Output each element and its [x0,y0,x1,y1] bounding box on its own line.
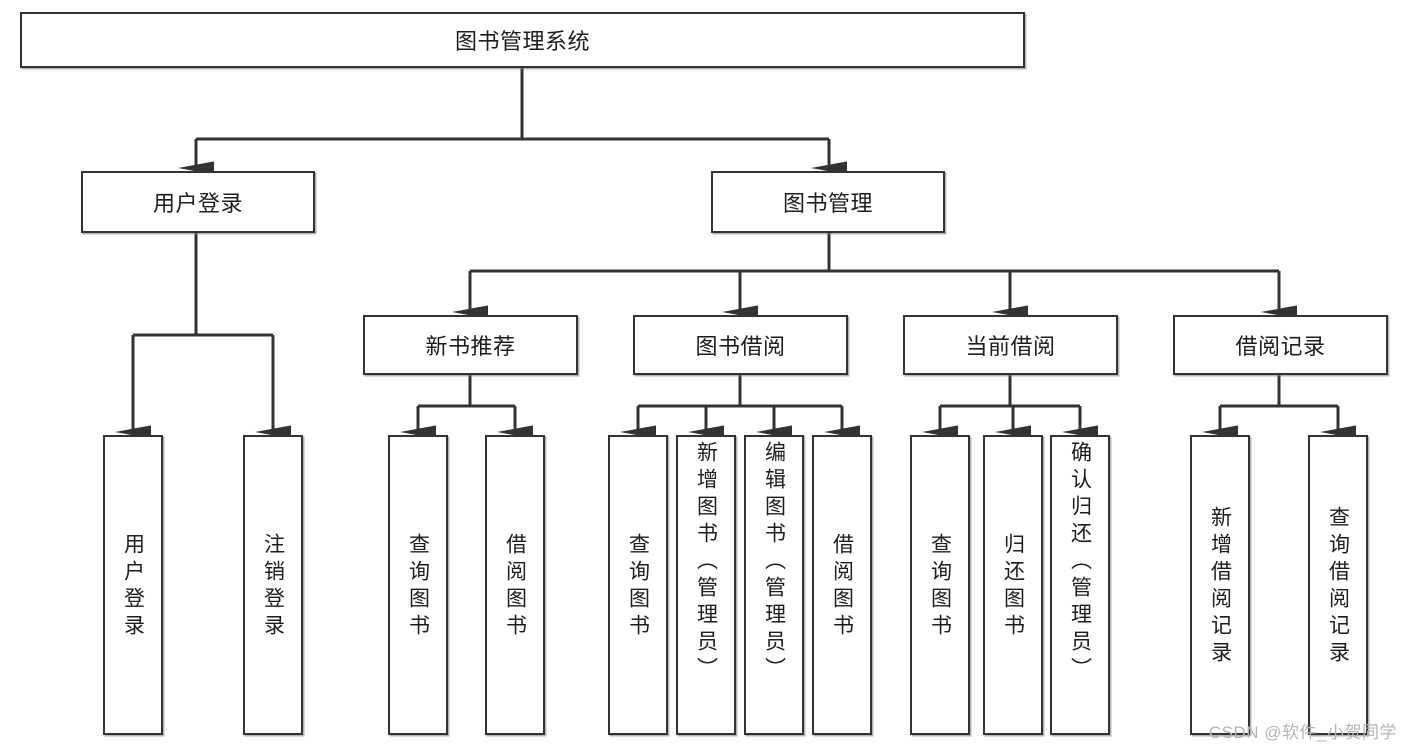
node-leaf-add-record-label: 新增借阅记录 [1208,506,1232,668]
node-leaf-query-book-3[interactable]: 查询图书 [910,435,970,735]
node-book-borrow-label: 图书借阅 [695,334,786,359]
node-leaf-query-record-label: 查询借阅记录 [1326,506,1350,668]
node-leaf-query-book-3-label: 查询图书 [928,533,952,641]
node-leaf-logout-label: 注销登录 [261,533,285,641]
node-leaf-confirm-return-label: 确认归还（管理员） [1068,441,1092,684]
node-leaf-return-book[interactable]: 归还图书 [983,435,1043,735]
node-root-label: 图书管理系统 [454,29,590,54]
csdn-watermark: CSDN @软件_小贺同学 [1208,723,1397,742]
node-borrow-record-label: 借阅记录 [1235,334,1326,359]
node-leaf-add-book-label: 新增图书（管理员） [694,441,718,684]
node-leaf-query-book-2-label: 查询图书 [626,533,650,641]
node-root-system[interactable]: 图书管理系统 [20,12,1025,68]
node-leaf-query-book-2[interactable]: 查询图书 [608,435,668,735]
node-leaf-add-book[interactable]: 新增图书（管理员） [676,435,736,735]
node-leaf-user-login-label: 用户登录 [121,533,145,641]
node-current-borrow-label: 当前借阅 [965,334,1056,359]
node-leaf-edit-book[interactable]: 编辑图书（管理员） [744,435,804,735]
node-leaf-confirm-return[interactable]: 确认归还（管理员） [1050,435,1110,735]
node-book-manage-label: 图书管理 [782,191,873,216]
node-new-book-recommend[interactable]: 新书推荐 [363,315,578,375]
node-leaf-borrow-book-1[interactable]: 借阅图书 [485,435,545,735]
node-user-login-label: 用户登录 [152,191,243,216]
node-leaf-query-book-1-label: 查询图书 [406,533,430,641]
node-leaf-logout[interactable]: 注销登录 [243,435,303,735]
node-leaf-borrow-book-2-label: 借阅图书 [830,533,854,641]
node-current-borrow[interactable]: 当前借阅 [903,315,1118,375]
node-leaf-add-record[interactable]: 新增借阅记录 [1190,435,1250,735]
node-leaf-borrow-book-1-label: 借阅图书 [503,533,527,641]
node-user-login[interactable]: 用户登录 [81,171,315,233]
node-book-manage[interactable]: 图书管理 [711,171,945,233]
node-new-book-recommend-label: 新书推荐 [425,334,516,359]
node-leaf-edit-book-label: 编辑图书（管理员） [762,441,786,684]
node-leaf-borrow-book-2[interactable]: 借阅图书 [812,435,872,735]
node-leaf-user-login[interactable]: 用户登录 [103,435,163,735]
node-book-borrow[interactable]: 图书借阅 [633,315,848,375]
node-leaf-return-book-label: 归还图书 [1001,533,1025,641]
node-borrow-record[interactable]: 借阅记录 [1173,315,1388,375]
node-leaf-query-book-1[interactable]: 查询图书 [388,435,448,735]
node-leaf-query-record[interactable]: 查询借阅记录 [1308,435,1368,735]
